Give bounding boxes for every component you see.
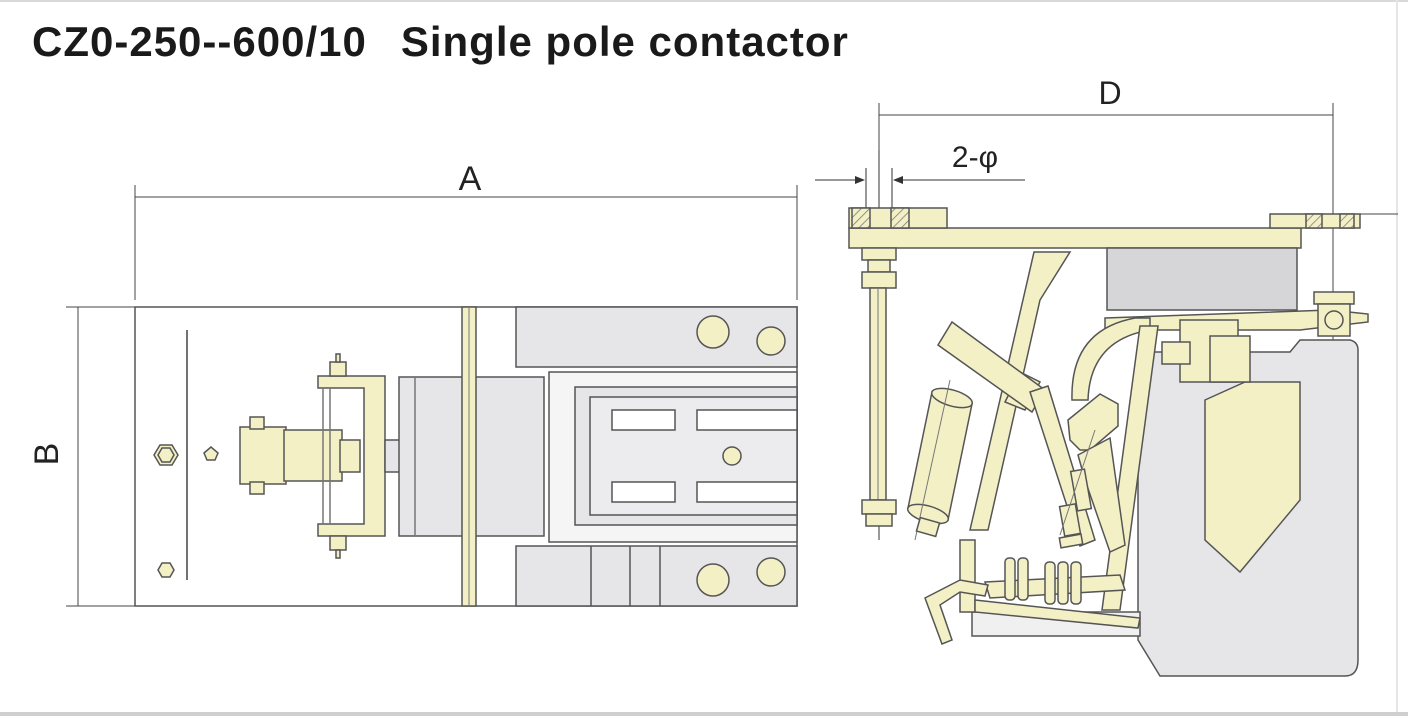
chute-bolt [722,446,742,466]
model-number: CZ0-250--600/10 [32,18,367,65]
product-name: Single pole contactor [400,18,849,65]
frame-bottom-line [0,712,1408,716]
chute-slot [611,409,676,431]
frame-right-line [1396,0,1398,712]
mounting-rod [861,247,897,527]
page-title: CZ0-250--600/10 Single pole contactor [32,18,849,66]
chute-slot [611,481,676,503]
dimension-b [66,306,135,607]
dimension-a [134,185,798,300]
chute-slot [696,481,798,503]
label-a: A [459,160,482,198]
bent-arm [924,579,989,645]
upper-terminal-block [515,306,798,368]
lower-terminal-block [515,545,798,607]
terminal-nut [1313,291,1355,337]
mounting-plate [848,227,1302,249]
frame-top-line [0,0,1408,2]
terminal-bolt [696,563,730,597]
chute-slot [696,409,798,431]
label-b: B [28,443,66,466]
armature-bracket [317,353,386,559]
small-nut-bottom [157,562,175,578]
terminal-connector [239,416,361,495]
return-spring [1004,557,1082,605]
label-d: D [1098,75,1121,111]
coil-cylinder [906,379,974,541]
top-view: A B [28,160,798,607]
magnet-core [1106,247,1298,311]
terminal-bolt [756,326,786,356]
small-nut [203,446,219,461]
terminal-bolt [696,315,730,349]
moving-contact [1067,393,1119,451]
contact-spring [1058,429,1096,549]
side-view: D 2-φ [815,75,1398,677]
main-lever [969,251,1072,531]
terminal-bolt [756,557,786,587]
label-holes: 2-φ [952,141,998,174]
